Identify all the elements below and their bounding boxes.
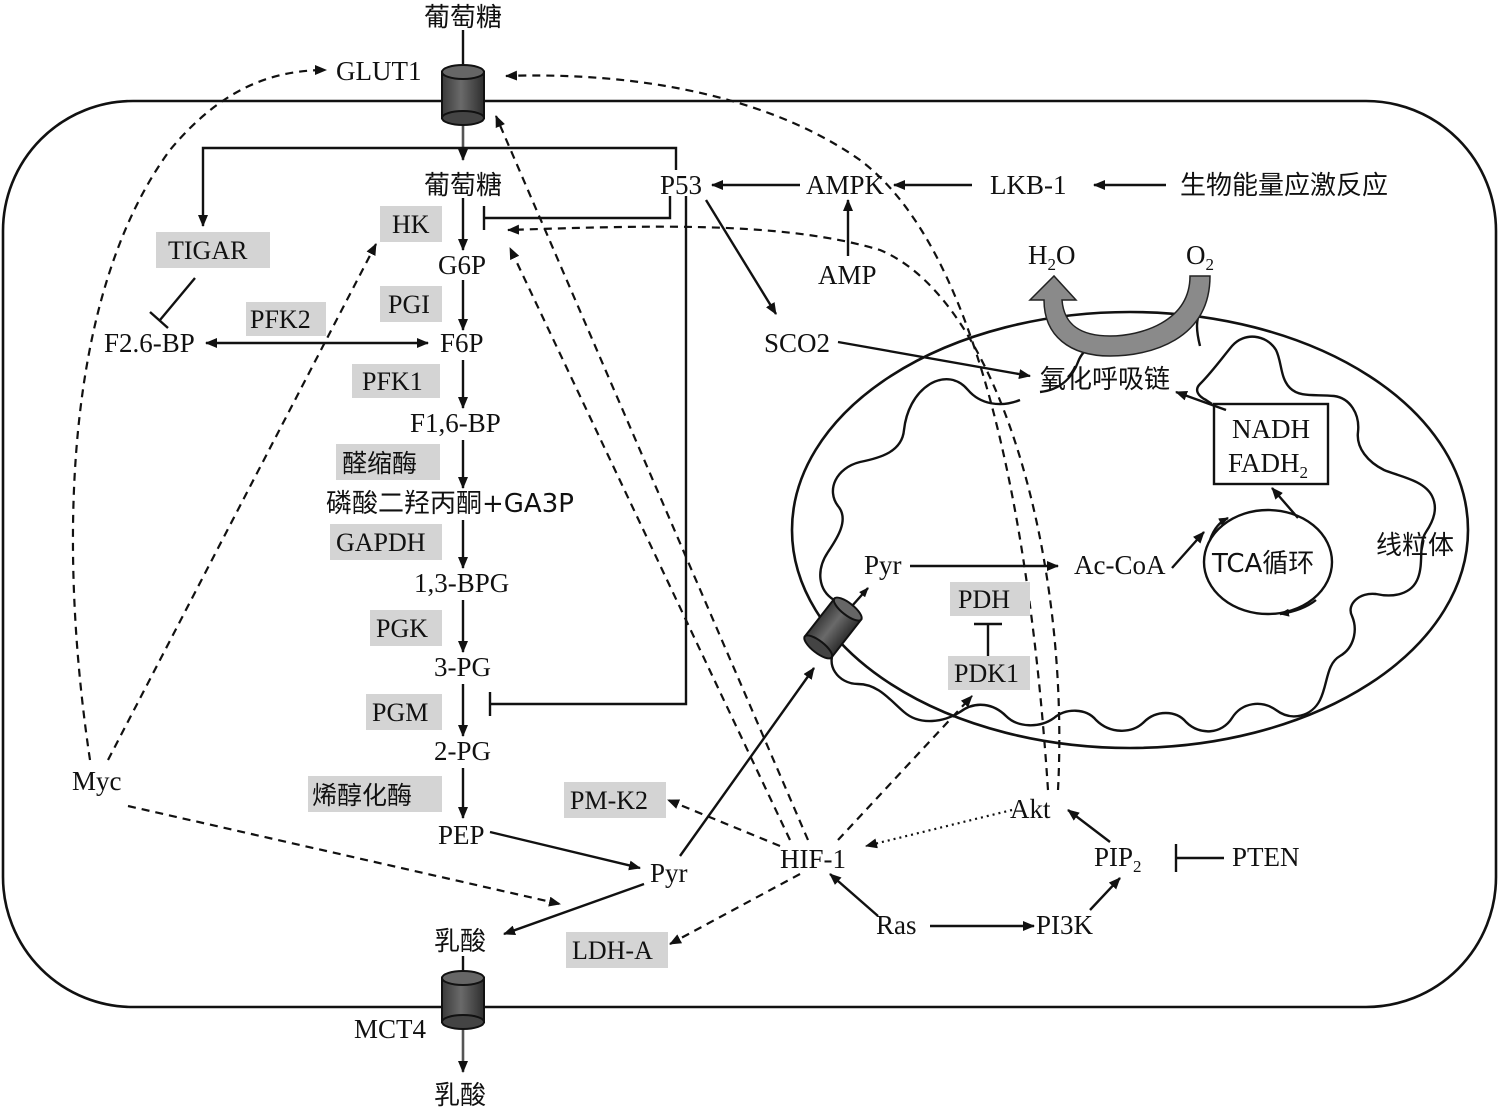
pten-label: PTEN (1232, 842, 1300, 872)
ampk-label: AMPK (806, 170, 885, 200)
f26bp-label: F2.6-BP (104, 328, 195, 358)
f6p-label: F6P (440, 328, 484, 358)
pip2-label: PIP2 (1094, 842, 1142, 876)
stress-label: 生物能量应激反应 (1180, 171, 1388, 201)
p53-label: P53 (660, 170, 702, 200)
amp-label: AMP (818, 260, 877, 290)
enzyme-boxes (156, 206, 1030, 968)
enzyme-pdk1: PDK1 (954, 659, 1019, 688)
pg2-label: 2-PG (434, 736, 491, 766)
mito-pyruvate-carrier (803, 596, 863, 660)
h2o-label: H2O (1028, 240, 1076, 274)
enzyme-pfk2: PFK2 (250, 305, 311, 334)
tca-cycle-loop (1202, 508, 1334, 616)
pep-label: PEP (438, 820, 485, 850)
acetylcoa-label: Ac-CoA (1074, 550, 1166, 580)
nadh-label: NADH (1232, 414, 1310, 444)
enzyme-pmk2: PM-K2 (570, 786, 648, 815)
enzyme-aldolase: 醛缩酶 (342, 449, 417, 478)
akt-label: Akt (1010, 794, 1051, 824)
f16bp-label: F1,6-BP (410, 408, 501, 438)
mitochondrion-outer (790, 310, 1470, 750)
mitochondria-label: 线粒体 (1376, 531, 1454, 561)
mct4-label: MCT4 (354, 1014, 427, 1044)
glut1-transporter (441, 64, 485, 126)
pyr-mito-label: Pyr (864, 550, 902, 580)
g6p-label: G6P (438, 250, 486, 280)
enzyme-pgm: PGM (372, 698, 428, 727)
glucose-outside-label: 葡萄糖 (424, 3, 502, 33)
glut1-label: GLUT1 (336, 56, 421, 86)
respiratory-chain-label: 氧化呼吸链 (1040, 365, 1170, 395)
sco2-label: SCO2 (764, 328, 830, 358)
lactate-inside-label: 乳酸 (434, 927, 486, 957)
pg3-label: 3-PG (434, 652, 491, 682)
enzyme-pfk1: PFK1 (362, 367, 423, 396)
bpg13-label: 1,3-BPG (414, 568, 509, 598)
o2-label: O2 (1186, 240, 1214, 274)
fadh2-label: FADH2 (1228, 448, 1308, 482)
tca-label: TCA循环 (1211, 549, 1314, 579)
mct4-transporter (441, 970, 485, 1030)
myc-label: Myc (72, 766, 122, 796)
enzyme-enolase: 烯醇化酶 (312, 781, 412, 810)
enzyme-tigar: TIGAR (168, 236, 248, 265)
mitochondrion-cristae (819, 335, 1437, 733)
hif1-label: HIF-1 (780, 844, 846, 874)
enzyme-pdh: PDH (958, 585, 1010, 614)
oxygen-reduction-arrow (1028, 274, 1211, 357)
ras-label: Ras (876, 910, 917, 940)
enzyme-ldha: LDH-A (572, 936, 653, 965)
enzyme-pgi: PGI (388, 290, 430, 319)
glucose-inside-label: 葡萄糖 (424, 171, 502, 201)
lkb1-label: LKB-1 (990, 170, 1067, 200)
pi3k-label: PI3K (1036, 910, 1094, 940)
pyr-cyto-label: Pyr (650, 858, 688, 888)
lactate-outside-label: 乳酸 (434, 1081, 486, 1111)
dhap-label: 磷酸二羟丙酮+GA3P (326, 489, 574, 519)
enzyme-gapdh: GAPDH (336, 528, 426, 557)
cell-membrane (1, 99, 1498, 1009)
enzyme-pgk: PGK (376, 614, 428, 643)
nadh-fadh-box (1212, 402, 1330, 486)
enzyme-hk: HK (392, 210, 430, 239)
